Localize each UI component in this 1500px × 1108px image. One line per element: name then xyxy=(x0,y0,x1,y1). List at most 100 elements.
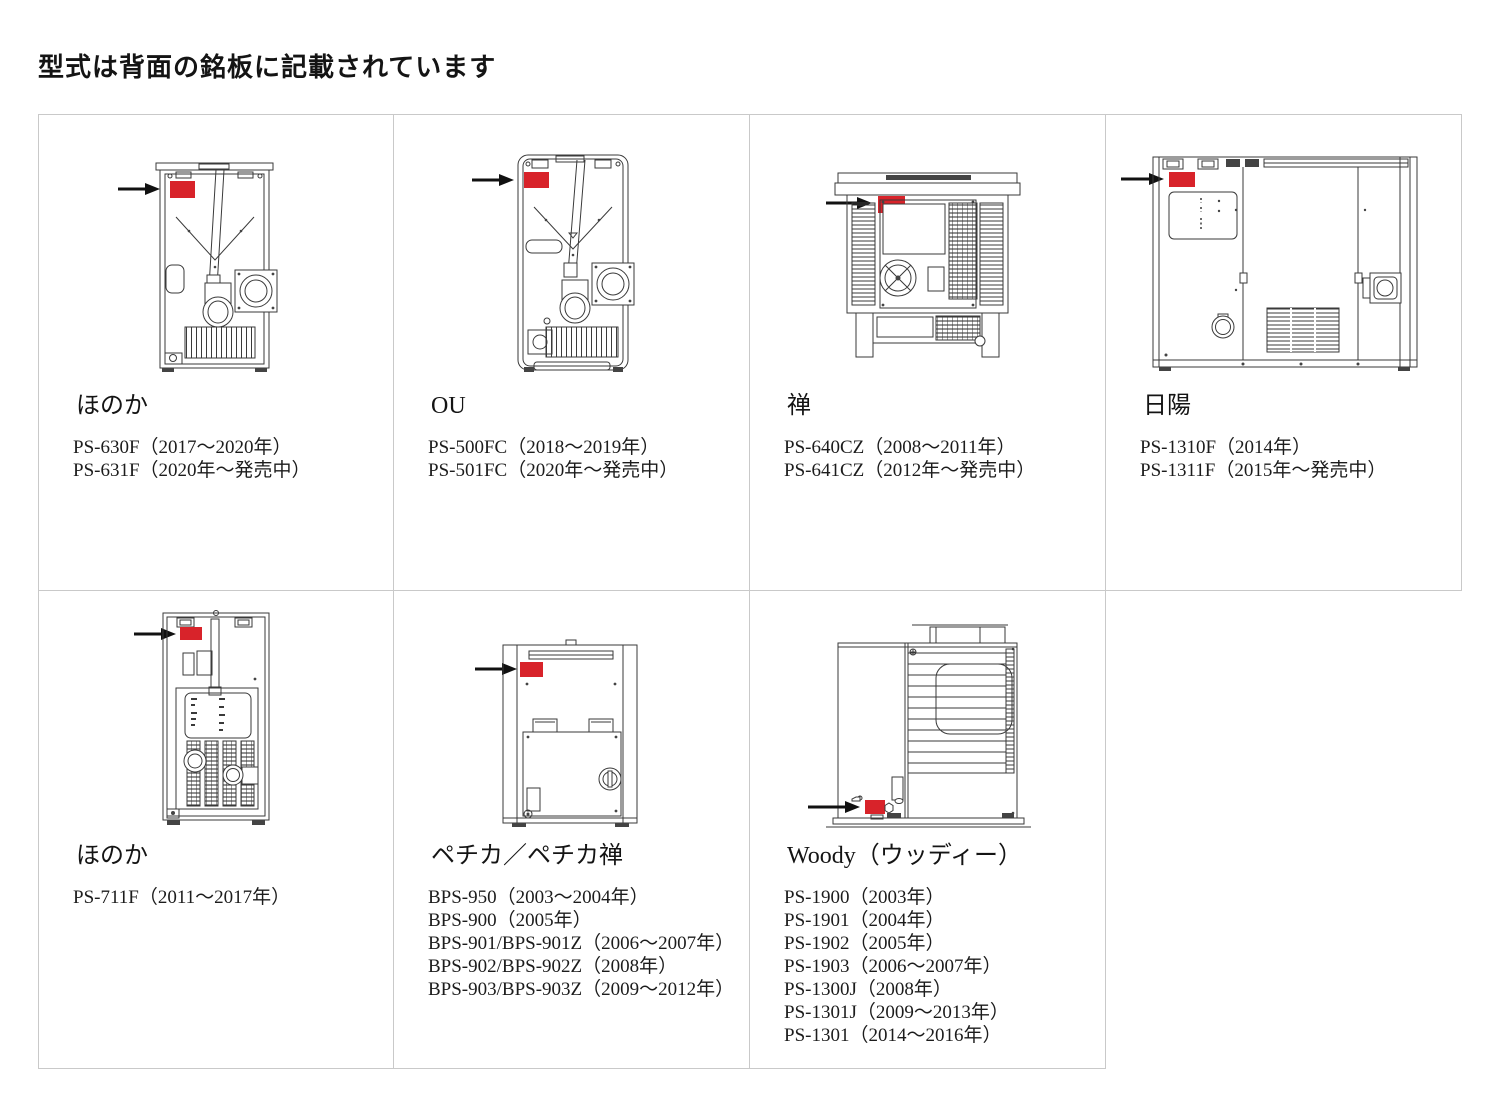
model-entry: PS-1902（2005年） xyxy=(784,933,945,954)
base-details xyxy=(167,809,265,825)
model-entry: PS-1311F（2015年～発売中） xyxy=(1140,460,1387,481)
model-entry: PS-500FC（2018～2019年） xyxy=(428,437,660,458)
model-entry: BPS-900（2005年） xyxy=(428,910,592,931)
model-list: PS-500FC（2018～2019年） PS-501FC（2020年～発売中） xyxy=(428,436,739,482)
product-name: 禅 xyxy=(787,393,811,419)
model-list: BPS-950（2003～2004年） BPS-900（2005年） BPS-9… xyxy=(428,886,739,1001)
flue-outlet xyxy=(592,263,634,305)
model-list: PS-1900（2003年） PS-1901（2004年） PS-1902（20… xyxy=(784,886,1095,1047)
product-name: ほのか xyxy=(76,843,148,869)
ignition-dial xyxy=(599,768,621,790)
flue-outlet xyxy=(235,270,277,312)
model-entry: PS-501FC（2020年～発売中） xyxy=(428,460,679,481)
nameplate-location-arrow-icon xyxy=(472,174,514,186)
model-entry: PS-1301J（2009～2013年） xyxy=(784,1002,1009,1023)
model-entry: BPS-902/BPS-902Z（2008年） xyxy=(428,956,678,977)
model-entry: PS-1310F（2014年） xyxy=(1140,437,1312,458)
red-nameplate-marker xyxy=(524,172,549,188)
model-card-zen: 禅 PS-640CZ（2008～2011年） PS-641CZ（2012年～発売… xyxy=(750,114,1106,591)
model-card-hiyou: 日陽 PS-1310F（2014年） PS-1311F（2015年～発売中） xyxy=(1106,114,1462,591)
stove-outline xyxy=(503,640,637,823)
stove-rear-diagram-woody xyxy=(750,591,1106,841)
model-entry: PS-711F（2011～2017年） xyxy=(73,887,291,908)
model-entry: PS-1301（2014～2016年） xyxy=(784,1025,1002,1046)
side-vent-grilles xyxy=(852,203,1003,305)
model-list: PS-630F（2017～2020年） PS-631F（2020年～発売中） xyxy=(73,436,383,482)
product-name: ペチカ／ペチカ禅 xyxy=(431,843,623,869)
vent-grille xyxy=(1267,308,1339,352)
stove-rear-diagram-zen xyxy=(750,115,1106,391)
stove-outline xyxy=(1153,157,1417,367)
table-row-1: ほのか PS-630F（2017～2020年） PS-631F（2020年～発売… xyxy=(38,114,1462,591)
base-details xyxy=(524,330,623,372)
product-name: ほのか xyxy=(76,393,148,419)
product-name: Woody（ウッディー） xyxy=(787,843,1023,869)
round-ports xyxy=(184,750,258,785)
nameplate-location-arrow-icon xyxy=(134,628,176,640)
model-entry: BPS-950（2003～2004年） xyxy=(428,887,649,908)
nameplate-location-arrow-icon xyxy=(808,801,860,813)
lower-panel-details xyxy=(858,777,903,800)
rear-panel-details xyxy=(880,200,977,308)
base-plate xyxy=(826,813,1031,827)
base-details xyxy=(503,788,637,827)
stove-rear-diagram-hiyou xyxy=(1106,115,1462,371)
red-nameplate-marker xyxy=(170,181,195,198)
table-row-2: ほのか PS-711F（2011～2017年） xyxy=(38,591,1462,1069)
rear-panel-details xyxy=(526,160,612,277)
model-card-ou: OU PS-500FC（2018～2019年） PS-501FC（2020年～発… xyxy=(394,114,750,591)
heat-exchanger-fins xyxy=(908,649,1014,773)
red-nameplate-marker xyxy=(520,662,543,677)
stove-outline xyxy=(835,173,1020,313)
chimney xyxy=(912,625,1008,643)
vent-grille xyxy=(185,327,255,358)
product-name: 日陽 xyxy=(1143,393,1191,419)
model-card-pechka: ペチカ／ペチカ禅 BPS-950（2003～2004年） BPS-900（200… xyxy=(394,591,750,1069)
exhaust-cylinder xyxy=(203,283,233,327)
model-card-woody: Woody（ウッディー） PS-1900（2003年） PS-1901（2004… xyxy=(750,591,1106,1069)
red-nameplate-marker xyxy=(865,800,885,814)
flue-outlet xyxy=(1363,273,1401,303)
nameplate-location-arrow-icon xyxy=(475,663,517,675)
exhaust-cylinder xyxy=(560,280,590,323)
model-list: PS-1310F（2014年） PS-1311F（2015年～発売中） xyxy=(1140,436,1451,482)
model-entry: PS-640CZ（2008～2011年） xyxy=(784,437,1016,458)
nameplate-location-arrow-icon xyxy=(1121,173,1164,185)
stove-rear-diagram-honoka-630 xyxy=(39,115,395,372)
fittings xyxy=(852,797,903,819)
red-nameplate-marker xyxy=(1169,172,1195,187)
base-details xyxy=(1153,353,1417,371)
model-list: PS-640CZ（2008～2011年） PS-641CZ（2012年～発売中） xyxy=(784,436,1095,482)
screw xyxy=(544,318,550,324)
model-list: PS-711F（2011～2017年） xyxy=(73,886,383,909)
page-title: 型式は背面の銘板に記載されています xyxy=(38,53,497,83)
model-entry: PS-1900（2003年） xyxy=(784,887,945,908)
base-details xyxy=(162,353,267,372)
stove-rear-diagram-ou xyxy=(394,115,750,372)
round-port xyxy=(1212,314,1234,338)
model-entry: BPS-901/BPS-901Z（2006～2007年） xyxy=(428,933,735,954)
stove-rear-diagram-honoka-711 xyxy=(39,591,395,825)
fan-icon xyxy=(880,260,916,296)
model-entry: BPS-903/BPS-903Z（2009～2012年） xyxy=(428,979,735,1000)
legs-and-base xyxy=(856,313,999,357)
stove-rear-diagram-pechka xyxy=(394,591,750,827)
label-panel xyxy=(185,693,251,738)
product-name: OU xyxy=(431,393,466,419)
label-panel xyxy=(1169,192,1237,239)
model-entry: PS-631F（2020年～発売中） xyxy=(73,460,311,481)
model-entry: PS-641CZ（2012年～発売中） xyxy=(784,460,1036,481)
rear-panel-details xyxy=(176,619,258,809)
model-card-honoka-711: ほのか PS-711F（2011～2017年） xyxy=(38,591,394,1069)
rear-panel-details xyxy=(1234,167,1367,360)
rear-panel-details xyxy=(523,682,621,816)
model-guide-table: ほのか PS-630F（2017～2020年） PS-631F（2020年～発売… xyxy=(38,114,1462,1069)
nameplate-location-arrow-icon xyxy=(118,183,160,195)
vent-grille xyxy=(546,327,618,357)
model-entry: PS-630F（2017～2020年） xyxy=(73,437,292,458)
model-entry: PS-1901（2004年） xyxy=(784,910,945,931)
red-nameplate-marker xyxy=(180,627,202,640)
model-entry: PS-1903（2006～2007年） xyxy=(784,956,1002,977)
stove-outline xyxy=(156,163,273,368)
model-card-honoka-630: ほのか PS-630F（2017～2020年） PS-631F（2020年～発売… xyxy=(38,114,394,591)
